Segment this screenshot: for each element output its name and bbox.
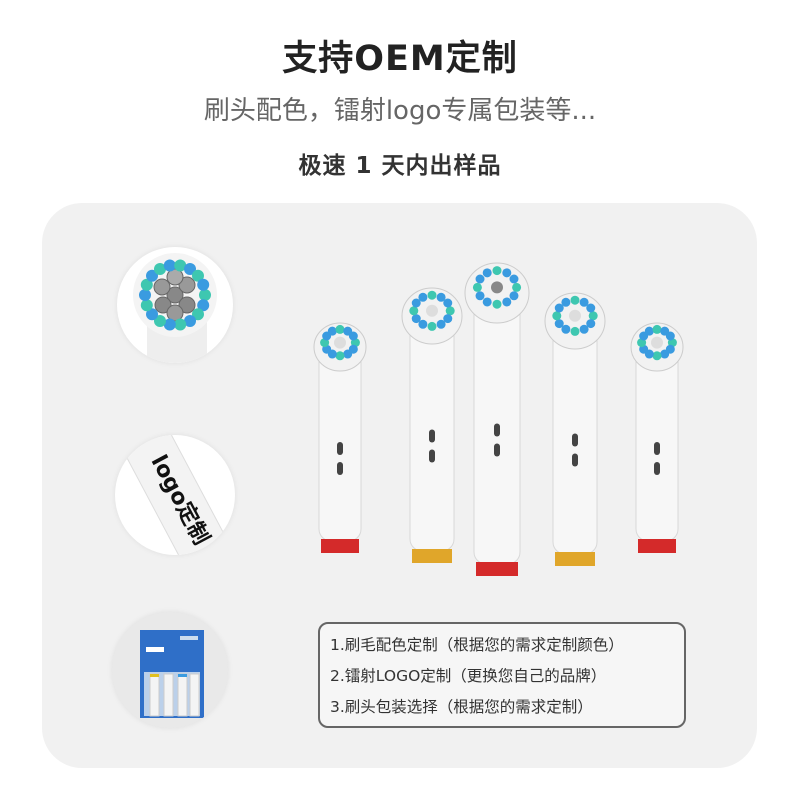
bristle-tuft xyxy=(166,268,184,286)
bristle-tuft xyxy=(197,278,210,291)
bristle-tuft xyxy=(174,259,187,272)
bristle-tuft xyxy=(184,263,196,276)
bristle-tuft xyxy=(154,314,166,327)
bristle-tuft xyxy=(191,269,204,282)
bristle-tuft xyxy=(191,308,204,321)
bristle-tuft xyxy=(174,318,187,331)
package-image xyxy=(112,612,228,728)
bristle-tuft xyxy=(199,289,211,301)
bristle-tuft xyxy=(178,296,196,314)
bristle-tuft xyxy=(146,308,159,321)
feature-item: 2.镭射LOGO定制（更换您自己的品牌） xyxy=(330,667,607,685)
page-subtitle: 刷头配色，镭射logo专属包装等... xyxy=(203,96,597,126)
bristle-tuft xyxy=(197,299,210,312)
customization-options-box: 1.刷毛配色定制（根据您的需求定制颜色） 2.镭射LOGO定制（更换您自己的品牌… xyxy=(318,622,686,728)
bristle-tuft xyxy=(184,314,196,327)
bristle-tuft xyxy=(153,278,171,296)
page-title: 支持OEM定制 xyxy=(282,39,518,79)
feature-item: 1.刷毛配色定制（根据您的需求定制颜色） xyxy=(330,636,624,654)
bristle-tuft xyxy=(140,278,153,291)
bristle-tuft xyxy=(163,259,176,272)
bristle-tuft xyxy=(154,263,166,276)
bristle-closeup-graphic xyxy=(133,253,217,363)
bristle-tuft xyxy=(146,269,159,282)
logo-sample-image: logo定制 xyxy=(115,435,235,555)
blister-package-graphic xyxy=(140,630,204,718)
bristle-closeup-image xyxy=(117,247,233,363)
bristle-tuft xyxy=(166,286,184,304)
sample-tagline: 极速 1 天内出样品 xyxy=(298,153,502,179)
bristle-tuft xyxy=(163,318,176,331)
feature-item: 3.刷头包装选择（根据您的需求定制） xyxy=(330,698,593,716)
handle-graphic xyxy=(121,435,233,555)
bristle-tuft xyxy=(166,304,184,322)
bristle-tuft xyxy=(154,296,172,314)
bristle-tuft xyxy=(178,276,196,294)
bristle-tuft xyxy=(139,289,151,301)
bristle-tuft xyxy=(140,299,153,312)
